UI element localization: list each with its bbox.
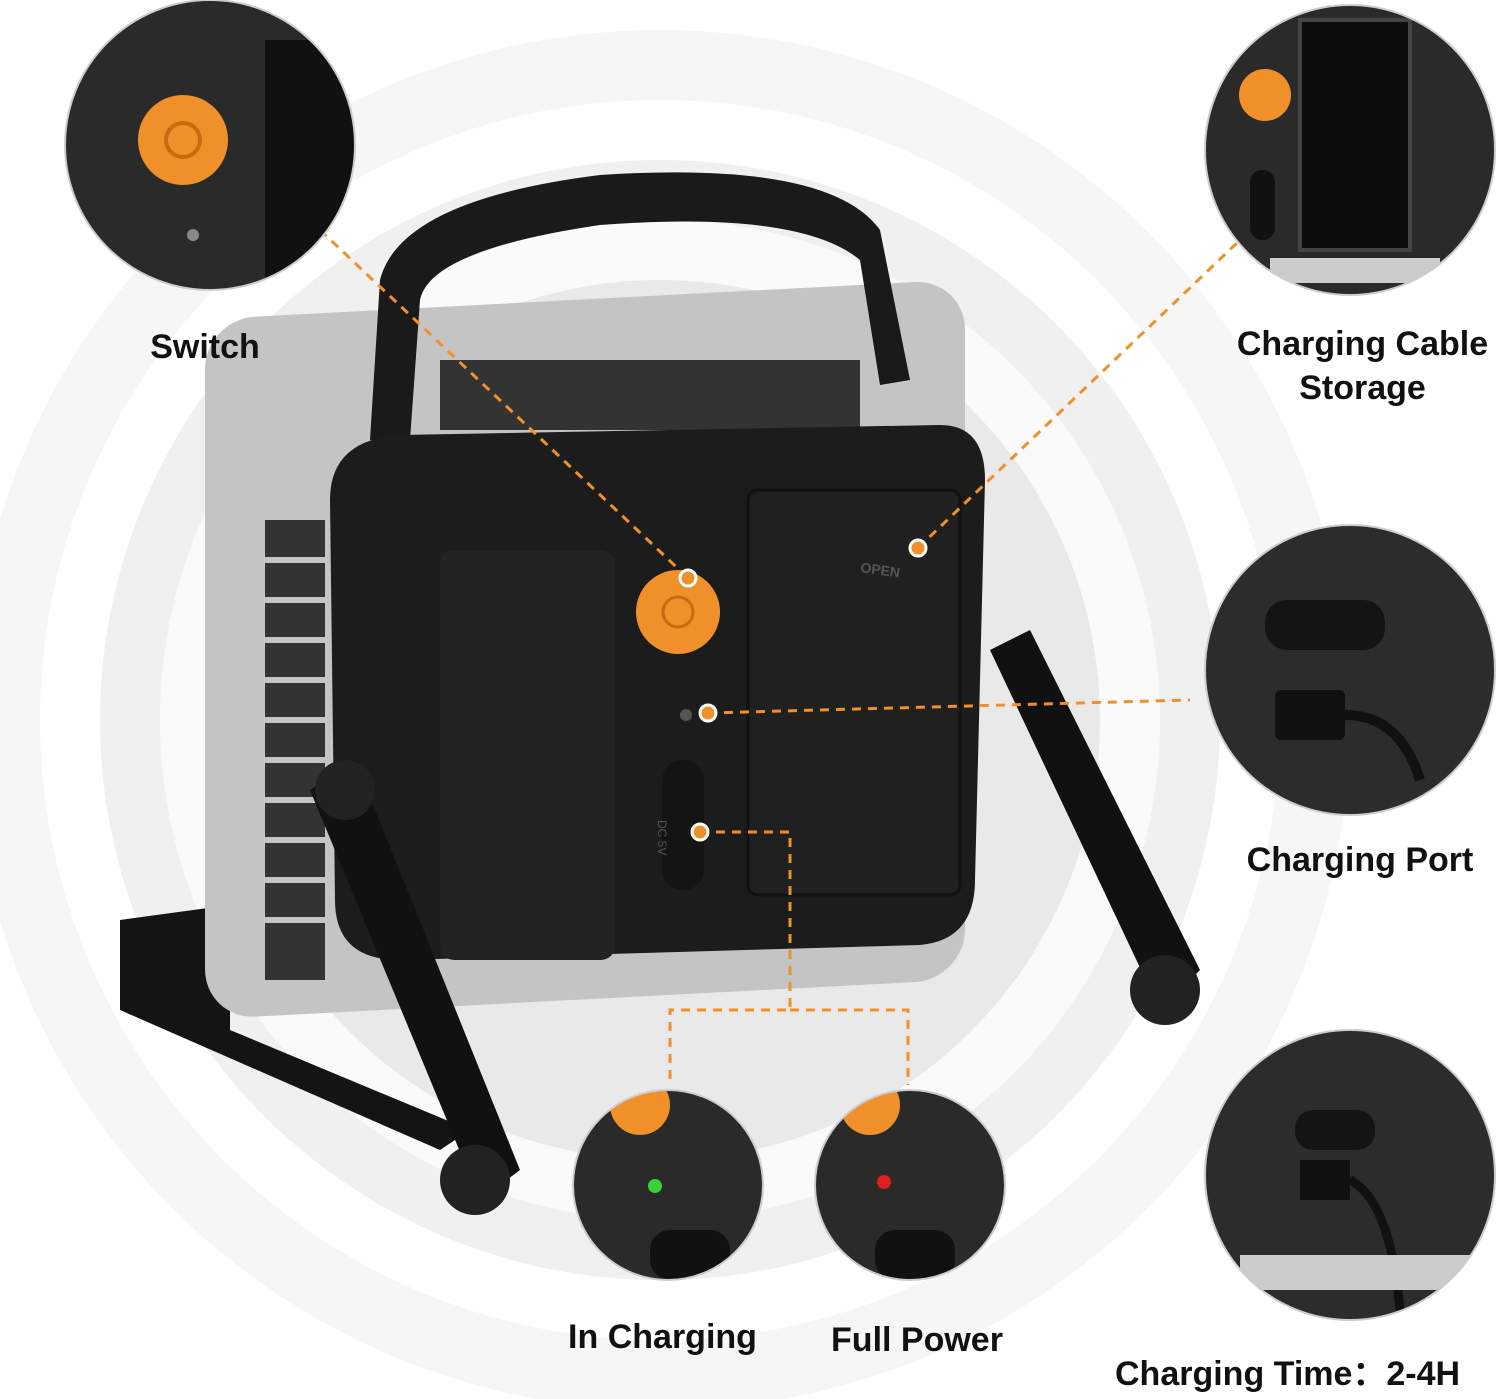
dc-marking: DC 5V (655, 820, 669, 855)
detail-full-power-circle (815, 1090, 1005, 1280)
label-charging-time: Charging Time：2-4H (1115, 1355, 1461, 1393)
work-light-device: OPEN DC 5V (120, 172, 1200, 1215)
detail-switch-circle (65, 0, 355, 290)
label-switch: Switch (150, 328, 260, 366)
detail-cable-storage-circle (1205, 5, 1495, 295)
label-full-power: Full Power (831, 1321, 1003, 1359)
detail-charging-port-circle (1205, 525, 1495, 815)
detail-charging-time-circle (1205, 1030, 1495, 1320)
callout-dots (678, 538, 928, 842)
open-marking: OPEN (860, 559, 902, 580)
detail-in-charging-circle (573, 1090, 763, 1280)
label-charging-cable-storage: Charging Cable Storage (1236, 325, 1489, 408)
callout-lines (318, 228, 1242, 1085)
label-charging-port: Charging Port (1246, 841, 1474, 879)
label-in-charging: In Charging (568, 1318, 757, 1356)
